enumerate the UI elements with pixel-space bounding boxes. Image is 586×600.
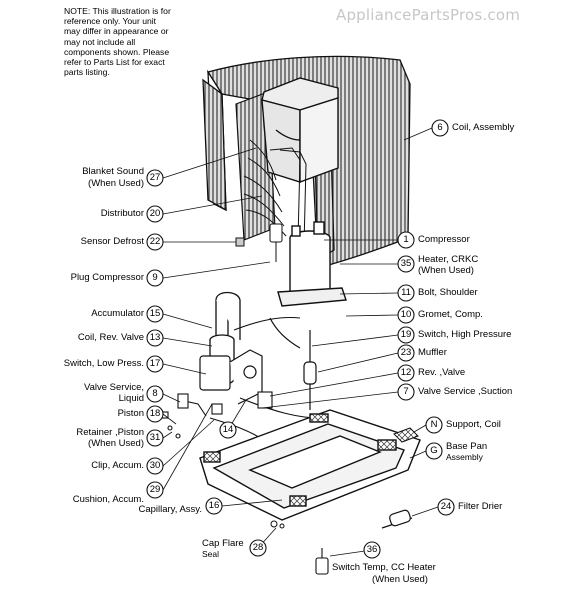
label-piston: Piston xyxy=(117,408,144,419)
label-cushion-accum: Cushion, Accum. xyxy=(72,494,144,505)
callout-number-17: 17 xyxy=(149,358,161,369)
label-sensor-defrost: Sensor Defrost xyxy=(80,236,144,247)
sensor-defrost xyxy=(235,237,245,247)
label-valve-service-liquid-1: Valve Service, xyxy=(83,382,144,393)
callout-number-20: 20 xyxy=(149,208,161,219)
callout-number-31: 31 xyxy=(149,432,161,443)
switch-temp-cc-heater xyxy=(315,548,329,575)
label-switch-low-press: Switch, Low Press. xyxy=(63,358,144,369)
label-base-pan-assembly: Assembly xyxy=(446,452,483,462)
compressor xyxy=(277,221,347,307)
label-valve-service-liquid-2: Liquid xyxy=(118,393,144,404)
label-distributor: Distributor xyxy=(100,208,144,219)
callout-number-24: 24 xyxy=(440,501,452,512)
callout-number-N: N xyxy=(430,419,438,430)
callout-number-14: 14 xyxy=(222,424,234,435)
callout-number-15: 15 xyxy=(149,308,161,319)
label-rev-valve: Rev. ,Valve xyxy=(418,367,466,378)
reversing-valve xyxy=(199,349,263,405)
callout-number-7: 7 xyxy=(403,386,409,397)
muffler xyxy=(269,317,317,410)
label-switch-temp-when-used: (When Used) xyxy=(372,574,428,585)
base-pan xyxy=(199,409,421,521)
reference-note: NOTE: This illustration is for reference… xyxy=(64,6,171,78)
callout-number-11: 11 xyxy=(401,287,411,298)
label-coil-rev-valve: Coil, Rev. Valve xyxy=(77,332,144,343)
callout-number-G: G xyxy=(430,445,438,456)
label-gromet-comp: Gromet, Comp. xyxy=(418,309,483,320)
label-blanket-sound-when-used: (When Used) xyxy=(88,178,144,189)
watermark: AppliancePartsPros.com xyxy=(336,6,521,24)
label-cap-flare: Cap Flare xyxy=(202,538,244,549)
callout-number-16: 16 xyxy=(208,500,220,511)
label-capillary-assy: Capillary, Assy. xyxy=(138,504,202,515)
distributor-tubes xyxy=(243,139,307,247)
callout-number-8: 8 xyxy=(152,388,158,399)
callout-number-1: 1 xyxy=(403,234,409,245)
callout-number-30: 30 xyxy=(149,460,161,471)
service-valves xyxy=(159,391,273,439)
label-compressor: Compressor xyxy=(418,234,470,245)
label-bolt-shoulder: Bolt, Shoulder xyxy=(418,287,478,298)
support-coil xyxy=(393,427,419,443)
callout-number-12: 12 xyxy=(400,367,412,378)
callout-number-10: 10 xyxy=(400,309,412,320)
callout-number-29: 29 xyxy=(149,484,161,495)
callout-number-22: 22 xyxy=(149,236,161,247)
label-support-coil: Support, Coil xyxy=(446,419,501,430)
label-plug-compressor: Plug Compressor xyxy=(70,272,144,283)
callout-number-35: 35 xyxy=(400,258,412,269)
cap-flare-seal xyxy=(270,520,285,529)
label-switch-temp-cc-heater: Switch Temp, CC Heater xyxy=(332,562,436,573)
callout-number-36: 36 xyxy=(366,544,378,555)
label-retainer-piston: Retainer ,Piston xyxy=(76,427,144,438)
callout-number-28: 28 xyxy=(252,542,264,553)
label-switch-high-pressure: Switch, High Pressure xyxy=(418,329,512,340)
label-blanket-sound: Blanket Sound xyxy=(82,166,144,177)
plug-compressor xyxy=(269,223,283,262)
label-heater-when-used: (When Used) xyxy=(418,265,474,276)
callout-number-18: 18 xyxy=(149,408,161,419)
label-cap-flare-seal: Seal xyxy=(202,549,220,559)
callout-number-9: 9 xyxy=(152,272,158,283)
top-housing xyxy=(261,77,339,184)
label-retainer-when-used: (When Used) xyxy=(88,438,144,449)
filter-drier xyxy=(381,509,413,529)
label-clip-accum: Clip, Accum. xyxy=(91,460,144,471)
label-base-pan: Base Pan xyxy=(446,441,488,452)
label-coil-assembly: Coil, Assembly xyxy=(452,122,515,133)
label-filter-drier: Filter Drier xyxy=(458,501,503,512)
callout-number-19: 19 xyxy=(400,329,412,340)
label-heater-crkc: Heater, CRKC xyxy=(418,254,479,265)
label-accumulator: Accumulator xyxy=(91,308,144,319)
callout-circles xyxy=(146,119,455,559)
callout-number-23: 23 xyxy=(400,347,412,358)
callout-number-6: 6 xyxy=(437,122,443,133)
label-valve-service-suction: Valve Service ,Suction xyxy=(418,386,513,397)
leader-lines xyxy=(162,127,439,557)
label-muffler: Muffler xyxy=(418,347,447,358)
callout-number-27: 27 xyxy=(149,172,161,183)
callout-number-13: 13 xyxy=(149,332,161,343)
